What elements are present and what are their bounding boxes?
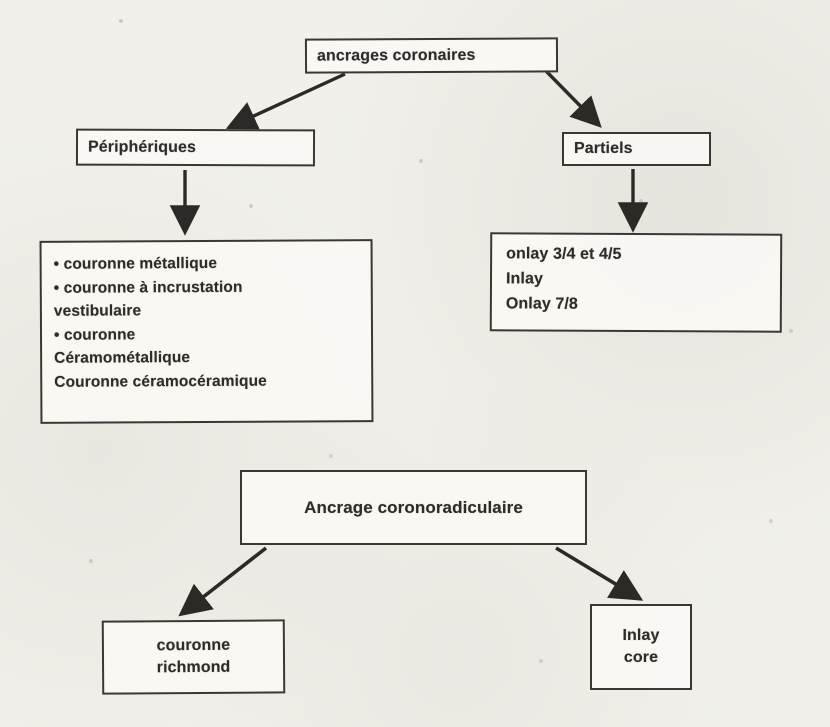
richmond-line: couronne <box>156 636 231 654</box>
inlay-core-box: Inlay core <box>590 604 692 690</box>
peripheriques-detail-box: • couronne métallique • couronne à incru… <box>39 239 374 424</box>
list-line: onlay 3/4 et 4/5 <box>506 245 622 263</box>
inlay-core-line: Inlay <box>622 626 660 644</box>
partiels-box: Partiels <box>562 132 711 166</box>
arrow-corono-to-richmond <box>178 546 268 617</box>
list-line: vestibulaire <box>53 302 142 320</box>
peripheriques-label: Périphériques <box>87 138 197 156</box>
partiels-label: Partiels <box>574 140 633 157</box>
list-line: • couronne métallique <box>53 254 218 273</box>
partiels-detail-box: onlay 3/4 et 4/5 Inlay Onlay 7/8 <box>489 232 783 333</box>
list-line: Onlay 7/8 <box>505 294 578 313</box>
arrow-root-to-peripheriques <box>225 72 346 130</box>
richmond-line: richmond <box>156 658 231 677</box>
arrow-corono-to-inlaycore <box>555 546 644 601</box>
list-line: • couronne <box>53 326 136 344</box>
list-line: Couronne céramocéramique <box>54 372 267 391</box>
coronoradiculaire-label: Ancrage coronoradiculaire <box>304 497 523 517</box>
inlay-core-line: core <box>623 649 659 666</box>
richmond-box: couronne richmond <box>101 619 286 695</box>
scan-noise <box>0 0 2 2</box>
root-box-label: ancrages coronaires <box>316 46 476 65</box>
list-line: • couronne à incrustation <box>53 278 243 297</box>
coronoradiculaire-box: Ancrage coronoradiculaire <box>240 470 587 545</box>
root-box: ancrages coronaires <box>304 37 559 74</box>
list-line: Céramométallique <box>54 349 191 367</box>
arrow-root-to-partiels <box>544 69 602 128</box>
peripheriques-box: Périphériques <box>75 128 316 167</box>
list-line: Inlay <box>505 270 544 288</box>
